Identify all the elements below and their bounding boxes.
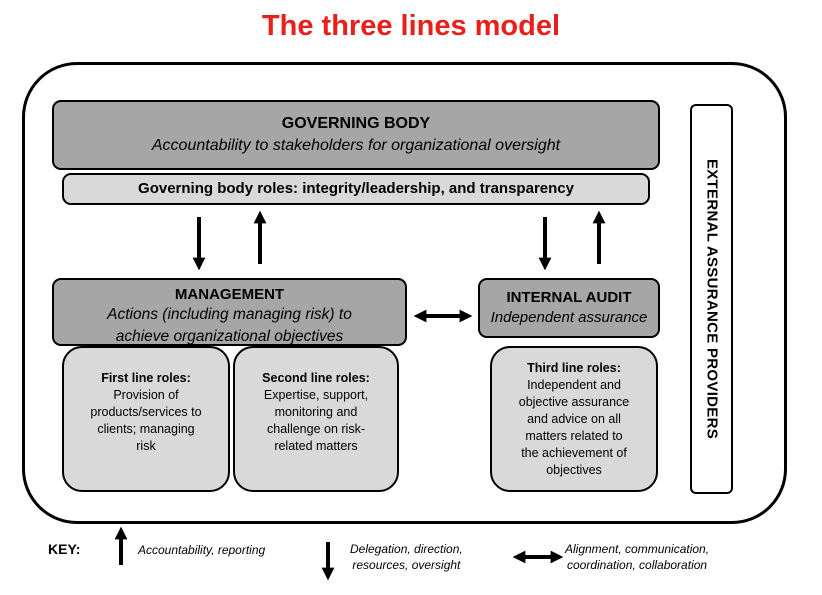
third-line-text-1: Independent and (527, 378, 621, 392)
key-both-text-2: coordination, collaboration (566, 558, 708, 572)
first-line-text-2: products/services to (90, 405, 202, 419)
external-assurance-providers-box: EXTERNAL ASSURANCE PROVIDERS (690, 104, 733, 494)
second-line-text-1: Expertise, support, (263, 388, 369, 402)
third-line-text-4: matters related to (525, 429, 623, 443)
second-line-text-4: related matters (274, 439, 358, 453)
key-down-text-2: resources, oversight (352, 558, 461, 572)
internal-audit-heading: INTERNAL AUDIT (506, 289, 632, 306)
key-up-text-1: Accountability, reporting (138, 543, 266, 557)
key-both-description: Alignment, communication, coordination, … (565, 541, 709, 573)
third-line-roles-box: Third line roles: Independent and object… (490, 346, 658, 492)
key-down-text-1: Delegation, direction, (350, 542, 463, 556)
first-line-heading: First line roles: (101, 371, 191, 385)
second-line-roles-box: Second line roles: Expertise, support, m… (233, 346, 399, 492)
key-both-text-1: Alignment, communication, (565, 542, 710, 556)
management-subtitle-line1: Actions (including managing risk) to (107, 306, 352, 323)
first-line-text-1: Provision of (113, 388, 179, 402)
key-label: KEY: (48, 541, 81, 557)
governing-body-heading: GOVERNING BODY (281, 115, 431, 132)
governing-body-box: GOVERNING BODY Accountability to stakeho… (52, 100, 660, 170)
first-line-text-4: risk (136, 439, 156, 453)
diagram-title: The three lines model (261, 10, 561, 42)
third-line-text-6: objectives (546, 463, 602, 477)
organization-frame (22, 62, 787, 524)
first-line-roles-box: First line roles: Provision of products/… (62, 346, 230, 492)
third-line-text-5: the achievement of (521, 446, 627, 460)
key-down-description: Delegation, direction, resources, oversi… (350, 541, 463, 573)
second-line-heading: Second line roles: (262, 371, 370, 385)
internal-audit-box: INTERNAL AUDIT Independent assurance (478, 278, 660, 338)
governing-body-subtitle: Accountability to stakeholders for organ… (151, 137, 561, 154)
third-line-text-2: objective assurance (518, 395, 630, 409)
third-line-heading: Third line roles: (527, 361, 621, 375)
internal-audit-subtitle: Independent assurance (490, 309, 648, 326)
management-subtitle-line2: achieve organizational objectives (115, 328, 344, 345)
key-up-description: Accountability, reporting (138, 542, 265, 558)
management-box: MANAGEMENT Actions (including managing r… (52, 278, 407, 346)
second-line-text-2: monitoring and (274, 405, 358, 419)
second-line-text-3: challenge on risk- (267, 422, 365, 436)
third-line-text-3: and advice on all (527, 412, 621, 426)
management-heading: MANAGEMENT (174, 286, 285, 303)
governing-body-roles: Governing body roles: integrity/leadersh… (62, 173, 650, 205)
first-line-text-3: clients; managing (97, 422, 195, 436)
